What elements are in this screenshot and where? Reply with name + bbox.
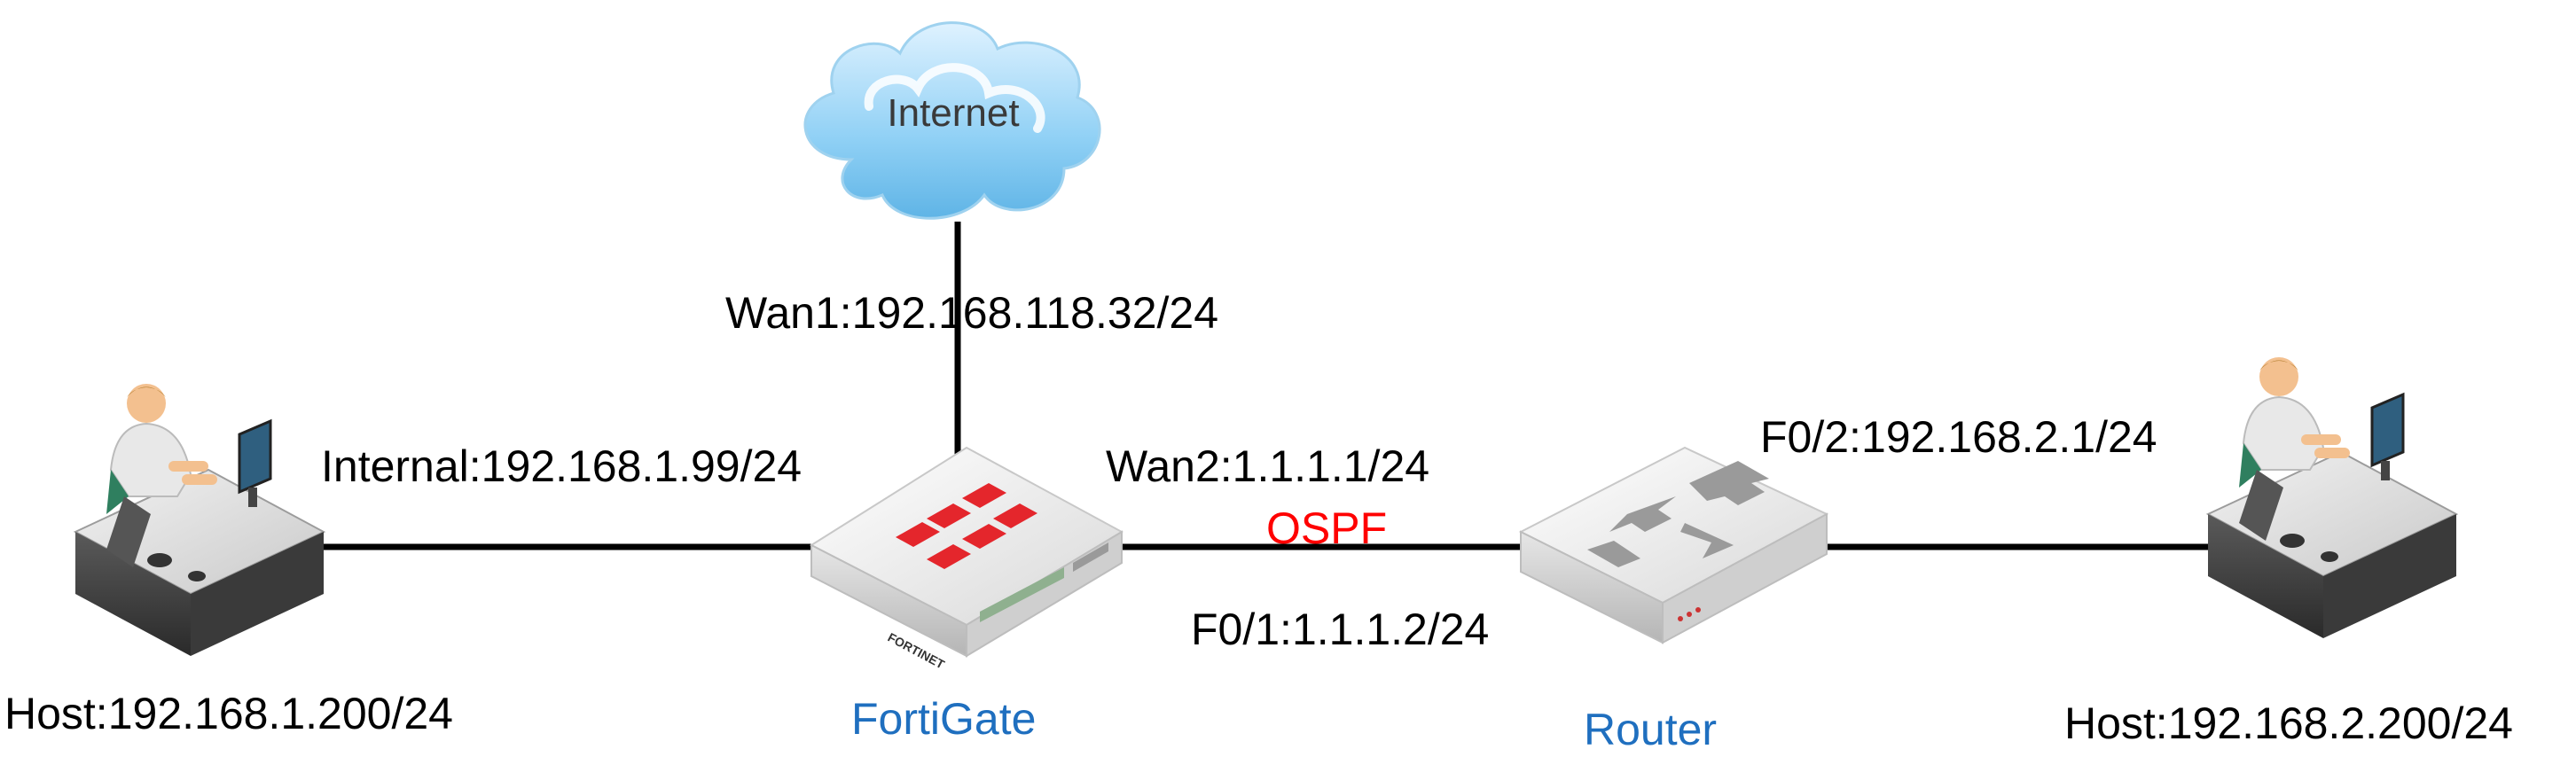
ospf-protocol-label: OSPF — [1266, 503, 1387, 553]
f02-interface-label: F0/2:192.168.2.1/24 — [1760, 412, 2157, 462]
host-right-address-label: Host:192.168.2.200/24 — [2064, 698, 2513, 748]
internal-interface-label: Internal:192.168.1.99/24 — [321, 441, 802, 491]
fortigate-device-name: FortiGate — [851, 694, 1036, 744]
host-left-icon — [73, 384, 326, 656]
fortigate-device-icon: FORTINET — [809, 446, 1124, 672]
fortigate-ports — [980, 542, 1108, 622]
host-right-icon — [2205, 357, 2459, 638]
router-device-name: Router — [1584, 705, 1717, 754]
f01-interface-label: F0/1:1.1.1.2/24 — [1191, 605, 1489, 654]
router-arrows-icon — [1587, 461, 1769, 567]
fortinet-logo-icon — [896, 483, 1037, 569]
wan1-interface-label: Wan1:192.168.118.32/24 — [725, 288, 1218, 338]
wan2-interface-label: Wan2:1.1.1.1/24 — [1106, 441, 1429, 491]
internet-cloud-icon: Internet — [803, 21, 1101, 220]
links — [319, 222, 2217, 550]
host-left-address-label: Host:192.168.1.200/24 — [4, 689, 453, 738]
router-status-leds — [1678, 607, 1701, 621]
internet-label: Internet — [887, 91, 1019, 135]
router-device-icon — [1518, 446, 1829, 644]
